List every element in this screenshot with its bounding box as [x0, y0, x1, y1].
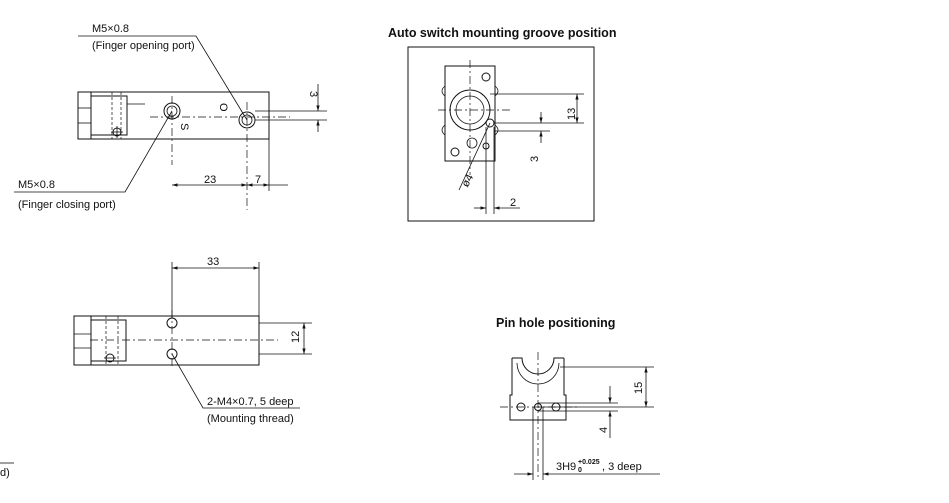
opening-port-leader	[78, 35, 248, 121]
closing-port-thread: M5×0.8	[18, 179, 55, 191]
mark-s: S	[178, 123, 190, 130]
closing-port-leader	[14, 110, 173, 193]
cut-off-label: d)	[0, 467, 10, 479]
pin-spec-tol-upper: +0.025	[578, 459, 600, 466]
dim-13: 13	[566, 108, 578, 120]
dim-15: 15	[633, 382, 645, 394]
mounting-thread-leader	[171, 353, 300, 409]
pin-spec-tol-lower: 0	[578, 467, 582, 474]
auto-switch-section: Auto switch mounting groove position 13 …	[388, 26, 616, 222]
top-cover	[90, 95, 128, 136]
pin-hole-title: Pin hole positioning	[496, 316, 615, 330]
bottom-left-block	[73, 315, 92, 366]
auto-switch-frame	[407, 46, 595, 222]
phi4-leader	[458, 122, 491, 191]
pin-hole-left	[516, 402, 526, 412]
auto-switch-title: Auto switch mounting groove position	[388, 26, 616, 40]
dim-23: 23	[204, 174, 216, 186]
closing-port-name: (Finger closing port)	[18, 199, 116, 211]
bottom-cover	[90, 319, 127, 362]
opening-port-thread: M5×0.8	[92, 23, 129, 35]
pin-spec-main: 3H9	[556, 461, 576, 473]
top-left-block	[77, 91, 92, 140]
dim-phi4: ø4	[460, 172, 477, 189]
mounting-thread-name: (Mounting thread)	[207, 413, 294, 425]
dim-3-top: 3	[307, 91, 319, 97]
mark-o: O	[217, 103, 229, 112]
mounting-thread-spec: 2-M4×0.7, 5 deep	[207, 396, 294, 408]
dim-4: 4	[598, 427, 610, 433]
top-view: O S M5×0.8 (Finger opening port) M5×0.8 …	[14, 23, 327, 211]
dim-3-groove: 3	[529, 156, 541, 162]
pin-hole-section: Pin hole positioning 15 4 3H9 +0.025 0 ,…	[496, 316, 660, 480]
opening-port-name: (Finger opening port)	[92, 40, 195, 52]
bottom-view: 33 12 2-M4×0.7, 5 deep (Mounting thread)…	[0, 256, 312, 479]
dim-12: 12	[290, 331, 302, 343]
pin-spec-depth: , 3 deep	[602, 461, 642, 473]
dim-7: 7	[255, 174, 261, 186]
dim-33: 33	[207, 256, 219, 268]
dim-2: 2	[510, 197, 516, 209]
